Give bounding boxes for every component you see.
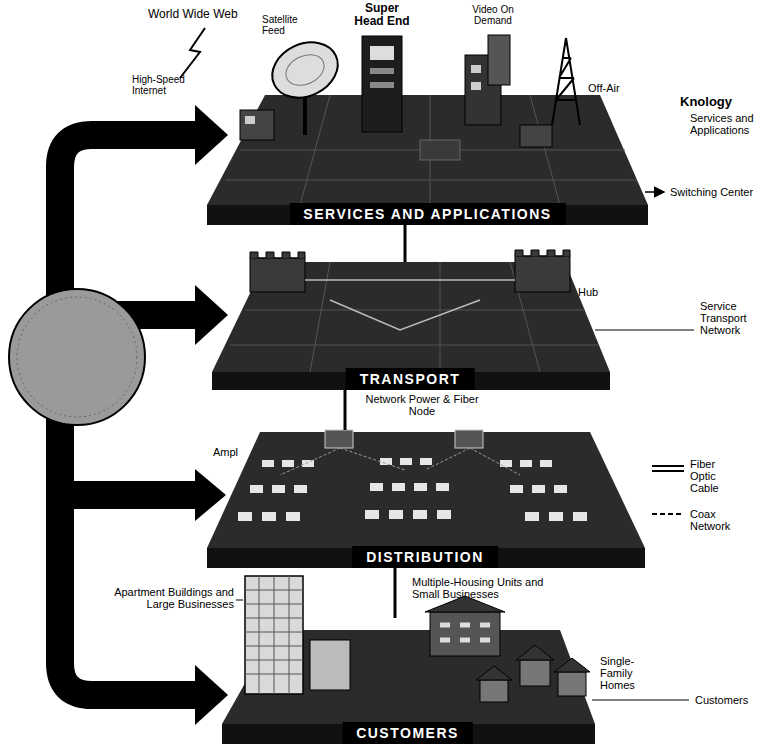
callout-label: Super Head End xyxy=(350,2,414,28)
legend-sample xyxy=(652,466,684,514)
layer-platform: CUSTOMERS xyxy=(220,618,595,744)
callout-label: Customers xyxy=(695,694,748,706)
legend-text: Coax Network xyxy=(690,508,745,532)
layer-title: DISTRIBUTION xyxy=(352,546,498,568)
lightning-bolt xyxy=(180,28,205,78)
callout-label: Single-Family Homes xyxy=(600,655,662,691)
callout-label: World Wide Web xyxy=(148,8,238,21)
callout-label: Services and Applications xyxy=(690,112,772,136)
layer-title: TRANSPORT xyxy=(346,368,475,390)
leader-line xyxy=(595,330,694,331)
layer-platform: DISTRIBUTION xyxy=(205,430,645,568)
layer-title: SERVICES AND APPLICATIONS xyxy=(289,203,565,225)
callout-label: Switching Center xyxy=(670,186,753,198)
callout-label: High-Speed Internet xyxy=(132,74,194,96)
callout-label: Off-Air xyxy=(588,82,620,94)
callout-label: Multiple-Housing Units and Small Busines… xyxy=(412,576,562,600)
fiber-connector xyxy=(404,225,407,262)
distribution-platform xyxy=(207,430,645,568)
fiber-connector xyxy=(394,568,397,618)
fiber-connector xyxy=(344,390,347,430)
callout-label: Video On Demand xyxy=(462,4,524,26)
callout-label: Ampl xyxy=(213,446,238,458)
callout-label: Satellite Feed xyxy=(262,14,314,36)
layer-title: CUSTOMERS xyxy=(342,722,473,744)
layer-platform: TRANSPORT xyxy=(210,262,610,390)
legend-text: Fiber Optic Cable xyxy=(690,458,740,494)
callout-label: Hub xyxy=(578,286,598,298)
leader-line xyxy=(645,191,664,193)
services-platform xyxy=(207,32,648,225)
leader-line xyxy=(236,600,243,601)
layer-platform: SERVICES AND APPLICATIONS xyxy=(205,85,650,225)
transport-platform xyxy=(212,250,610,390)
callout-label: Apartment Buildings and Large Businesses xyxy=(106,586,234,610)
leader-line xyxy=(592,700,689,701)
callout-label: Knology xyxy=(680,95,732,109)
callout-label: Service Transport Network xyxy=(700,300,772,336)
callout-label: Network Power & Fiber Node xyxy=(362,393,482,417)
operations-circle xyxy=(9,289,145,425)
customers-platform xyxy=(222,576,595,744)
